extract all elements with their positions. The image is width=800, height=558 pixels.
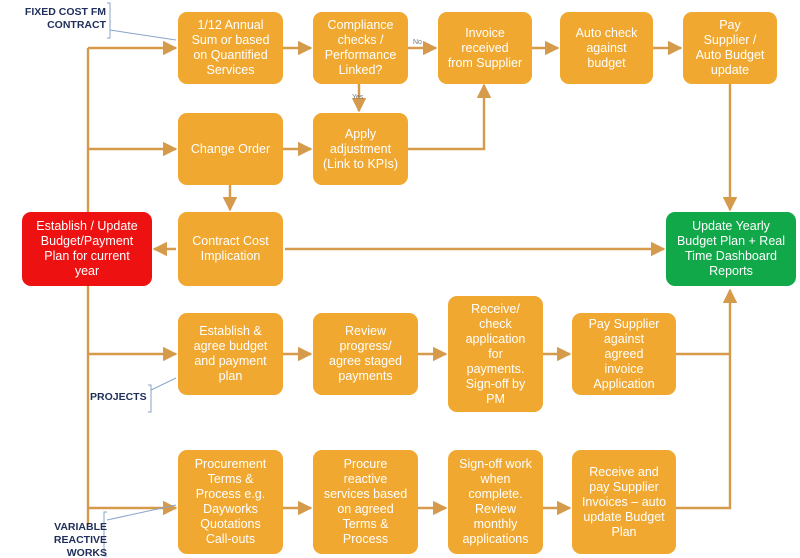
fixed-cost-label: FIXED COST FM CONTRACT [24,6,106,31]
node-contract-cost-implication: Contract Cost Implication [178,212,283,286]
node-change-order: Change Order [178,113,283,185]
callout-projects-bracket [148,384,152,413]
node-apply-adjustment: Apply adjustment (Link to KPIs) [313,113,408,185]
arrow-apply-invoice [408,83,492,151]
node-establish-agree-budget: Establish & agree budget and payment pla… [178,313,283,395]
node-establish-update-budget: Establish / Update Budget/Payment Plan f… [22,212,152,286]
node-receive-pay-invoices: Receive and pay Supplier Invoices – auto… [572,450,676,554]
node-auto-check: Auto check against budget [560,12,653,84]
no-label: No [413,39,422,46]
callout-fixed-line [109,29,177,41]
node-signoff-work: Sign-off work when complete. Review mont… [448,450,543,554]
node-update-yearly-budget: Update Yearly Budget Plan + Real Time Da… [666,212,796,286]
callout-variable-bracket [103,511,107,557]
arrow-receive-pay-update [676,288,738,510]
callout-variable-line [106,504,177,521]
node-compliance-checks: Compliance checks / Performance Linked? [313,12,408,84]
node-invoice-received: Invoice received from Supplier [438,12,532,84]
node-procurement-terms: Procurement Terms & Process e.g. Daywork… [178,450,283,554]
yes-label: Yes [352,94,364,101]
projects-label: PROJECTS [90,391,147,403]
node-procure-reactive: Procure reactive services based on agree… [313,450,418,554]
node-pay-supplier-auto-budget: Pay Supplier / Auto Budget update [683,12,777,84]
node-review-progress: Review progress/ agree staged payments [313,313,418,395]
callout-fixed-bracket [107,2,111,39]
node-annual-sum: 1/12 Annual Sum or based on Quantified S… [178,12,283,84]
variable-reactive-label: VARIABLE REACTIVE WORKS [53,521,107,558]
callout-projects-line [150,377,177,391]
node-pay-supplier-agreed: Pay Supplier against agreed invoice Appl… [572,313,676,395]
node-receive-check-application: Receive/ check application for payments.… [448,296,543,412]
